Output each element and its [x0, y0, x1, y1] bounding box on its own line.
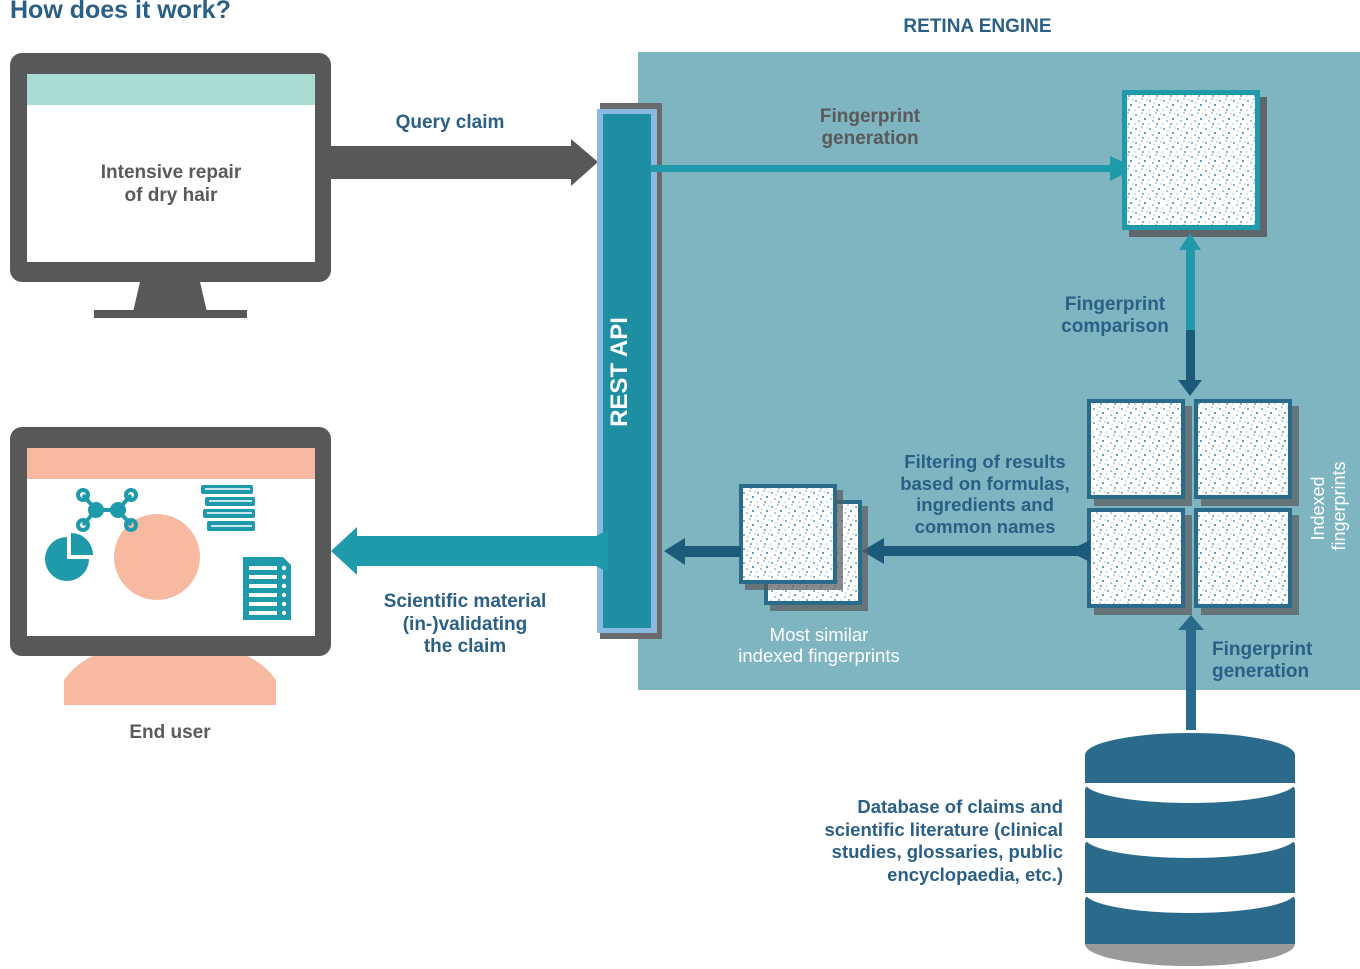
filter-arrow: [880, 546, 1088, 556]
query-arrow: [331, 139, 598, 186]
input-claim-text: Intensive repair of dry hair: [100, 162, 242, 206]
output-monitor: [10, 427, 331, 705]
fingerprint-generation-bottom-label: Fingerprint generation: [1212, 639, 1313, 682]
engine-title: RETINA ENGINE: [903, 16, 1052, 37]
page-title: How does it work?: [10, 0, 231, 24]
query-claim-label: Query claim: [395, 112, 505, 133]
indexed-fingerprints-label: Indexed fingerprints: [1308, 461, 1349, 550]
comparison-arrow: [1178, 380, 1202, 396]
most-similar-label: Most similar indexed fingerprints: [738, 624, 900, 666]
network-icon: [76, 488, 138, 532]
indexed-fingerprints-grid: [1087, 399, 1299, 615]
scientific-material-label: Scientific material (in-)validating the …: [383, 591, 547, 657]
pie-chart-icon: [45, 533, 93, 581]
user-head-icon: [114, 514, 200, 600]
api-bar: [603, 114, 651, 628]
filtering-label: Filtering of results based on formulas, …: [900, 451, 1070, 537]
api-label: REST API: [606, 317, 633, 427]
end-user-label: End user: [129, 722, 211, 743]
db-to-grid-arrow: [1186, 628, 1196, 730]
user-body: [64, 642, 276, 705]
books-icon: [201, 485, 255, 531]
fingerprint-generation-top-label: Fingerprint generation: [819, 106, 921, 149]
database-label: Database of claims and scientific litera…: [824, 796, 1063, 885]
fingerprint-comparison-label: Fingerprint comparison: [1061, 294, 1169, 337]
similar-to-api-arrow: [683, 546, 741, 557]
document-icon: [243, 557, 291, 620]
database-icon: [1085, 733, 1295, 966]
input-monitor: [10, 53, 331, 318]
api-to-fingerprint-arrow: [651, 165, 1113, 172]
most-similar-fingerprints: [739, 484, 868, 611]
result-arrow: [352, 536, 604, 566]
